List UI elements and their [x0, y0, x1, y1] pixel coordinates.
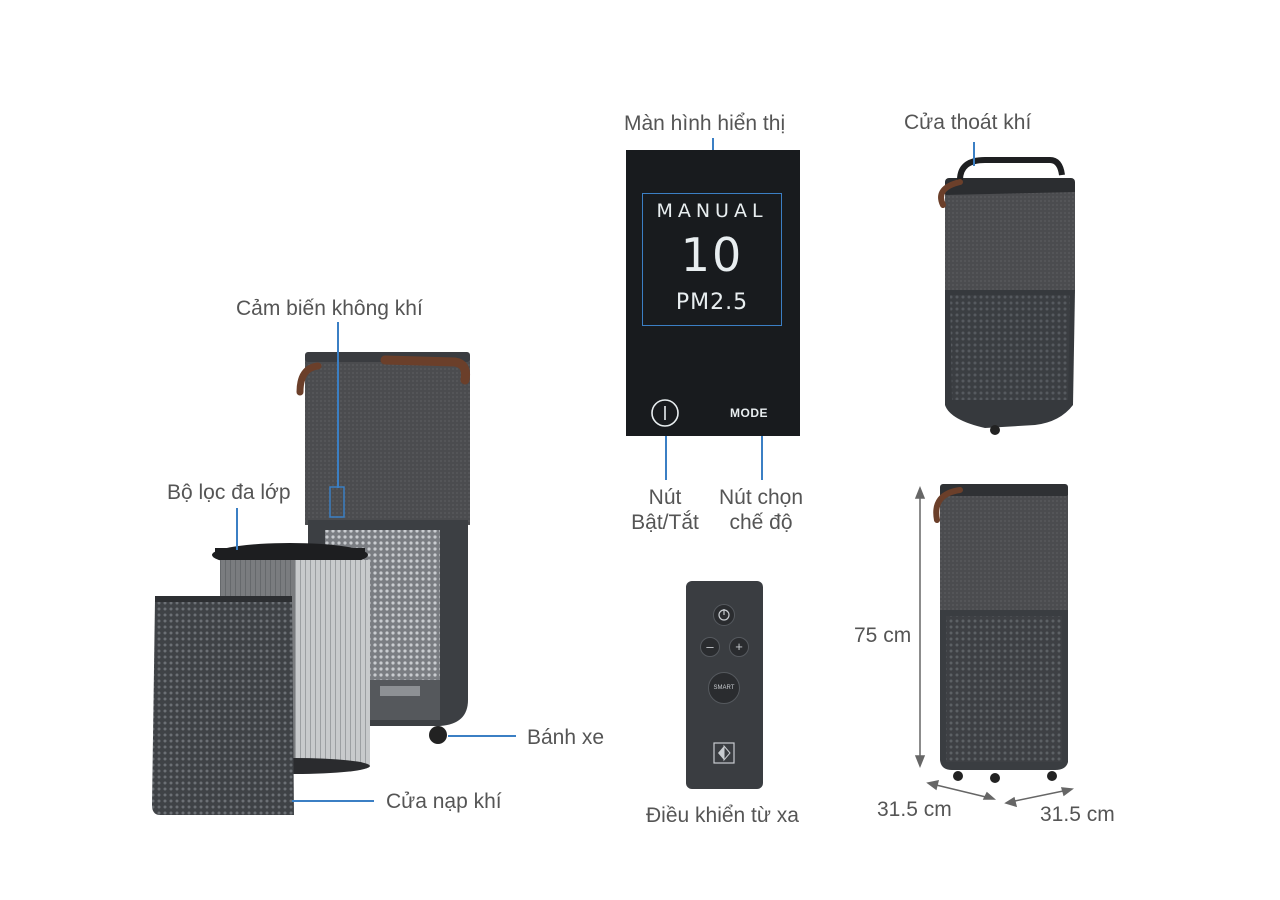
leader-air-intake — [292, 800, 374, 802]
label-depth: 31.5 cm — [1040, 803, 1115, 826]
leader-air-outlet — [973, 142, 975, 166]
remote-minus-button[interactable]: – — [700, 637, 720, 657]
power-icon[interactable] — [650, 398, 680, 428]
label-power-line1: Nút — [648, 486, 682, 509]
label-air-outlet: Cửa thoát khí — [904, 111, 1032, 134]
label-remote-control: Điều khiển từ xa — [646, 804, 799, 827]
leader-multi-layer-filter — [236, 508, 238, 550]
remote-smart-button[interactable]: SMART — [708, 672, 740, 704]
leader-power — [665, 428, 667, 480]
label-multi-layer-filter: Bộ lọc đa lớp — [167, 481, 291, 504]
label-mode-line2: chế độ — [729, 511, 793, 535]
mode-button[interactable]: MODE — [730, 406, 768, 420]
screen-highlight-box — [642, 193, 782, 326]
leader-air-sensor — [337, 322, 339, 488]
screen-value-text: 10 — [680, 228, 744, 282]
purifier-front-view — [933, 484, 1068, 783]
dimension-arrows — [914, 485, 1074, 808]
label-width: 31.5 cm — [877, 798, 952, 821]
front-mesh-panel — [152, 596, 294, 815]
brand-logo-icon — [713, 742, 735, 764]
display-panel — [626, 150, 800, 436]
screen-unit-text: PM2.5 — [675, 290, 749, 315]
label-display-screen: Màn hình hiển thị — [624, 112, 786, 135]
label-power-button: Nút Bật/Tắt — [615, 485, 715, 535]
leader-wheels — [448, 735, 516, 737]
screen-mode-text: MANUAL — [656, 200, 768, 222]
label-power-line2: Bật/Tắt — [631, 511, 699, 535]
leader-mode — [761, 420, 763, 480]
remote-power-button[interactable] — [713, 604, 735, 626]
label-wheels: Bánh xe — [527, 726, 605, 749]
label-mode-line1: Nút chọn — [718, 486, 804, 509]
label-air-sensor: Cảm biến không khí — [236, 297, 423, 320]
purifier-angled-view — [938, 157, 1075, 435]
label-mode-button: Nút chọn chế độ — [706, 485, 816, 535]
remote-power-icon — [718, 609, 730, 621]
label-air-intake: Cửa nạp khí — [386, 790, 502, 813]
remote-plus-button[interactable]: + — [729, 637, 749, 657]
label-height: 75 cm — [854, 624, 912, 647]
